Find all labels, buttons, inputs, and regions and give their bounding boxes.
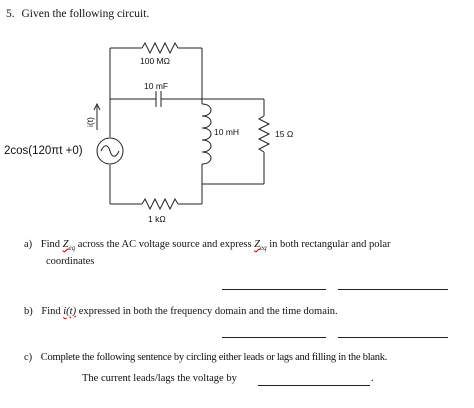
part-c-sentence: The current leads/lags the voltage by <box>82 373 237 384</box>
part-a-pre: Find <box>40 239 63 250</box>
part-a-line2: coordinates <box>46 256 95 268</box>
part-c-letter: c) <box>24 352 33 363</box>
part-a-post: across the AC voltage source and express <box>75 239 255 250</box>
resistor-bottom <box>141 197 179 211</box>
ac-source-circle <box>96 137 124 165</box>
part-a-post2: in both rectangular and polar <box>266 239 391 250</box>
label-r-bottom: 1 kΩ <box>148 214 166 224</box>
ac-source-wave <box>100 145 120 157</box>
part-b-sym: i(t) <box>63 306 77 317</box>
label-r-top: 100 MΩ <box>140 56 170 66</box>
part-a-sym2: Z <box>254 239 261 250</box>
part-a-sub: eq <box>68 244 76 253</box>
resistor-top <box>141 41 179 55</box>
answer-line-a2[interactable] <box>338 289 448 290</box>
part-c-end: . <box>371 373 374 384</box>
source-label: 2cos(120πt +0) <box>4 145 83 157</box>
part-a-sym: Z <box>62 239 69 250</box>
part-b-pre: Find <box>41 306 64 317</box>
part-a-letter: a) <box>24 239 33 250</box>
answer-line-b1[interactable] <box>222 337 326 338</box>
current-arrow-head <box>93 102 101 111</box>
circuit-diagram: 100 MΩ 10 mF 10 mH 15 Ω 1 kΩ i(t) <box>85 41 293 224</box>
part-a: a) Find Zeq across the AC voltage source… <box>24 238 464 269</box>
part-b-post: expressed in both the frequency domain a… <box>76 306 338 317</box>
part-c-text: Complete the following sentence by circl… <box>40 352 388 363</box>
resistor-right <box>257 115 271 153</box>
part-b: b) Find i(t) expressed in both the frequ… <box>24 305 464 319</box>
part-b-letter: b) <box>24 306 33 317</box>
label-capacitor: 10 mF <box>144 81 168 91</box>
label-r-right: 15 Ω <box>275 129 293 139</box>
question-title: 5. Given the following circuit. <box>6 8 149 20</box>
answer-line-a1[interactable] <box>222 289 326 290</box>
part-a-sub2: eq <box>260 244 267 253</box>
question-number: 5. <box>6 8 15 20</box>
answer-line-c[interactable] <box>258 385 370 386</box>
question-text: Given the following circuit. <box>21 8 150 20</box>
inductor-coil <box>201 103 212 165</box>
part-c: c) Complete the following sentence by ci… <box>24 351 472 365</box>
label-inductor: 10 mH <box>214 127 239 137</box>
label-current: i(t) <box>85 117 95 127</box>
answer-line-b2[interactable] <box>338 337 448 338</box>
